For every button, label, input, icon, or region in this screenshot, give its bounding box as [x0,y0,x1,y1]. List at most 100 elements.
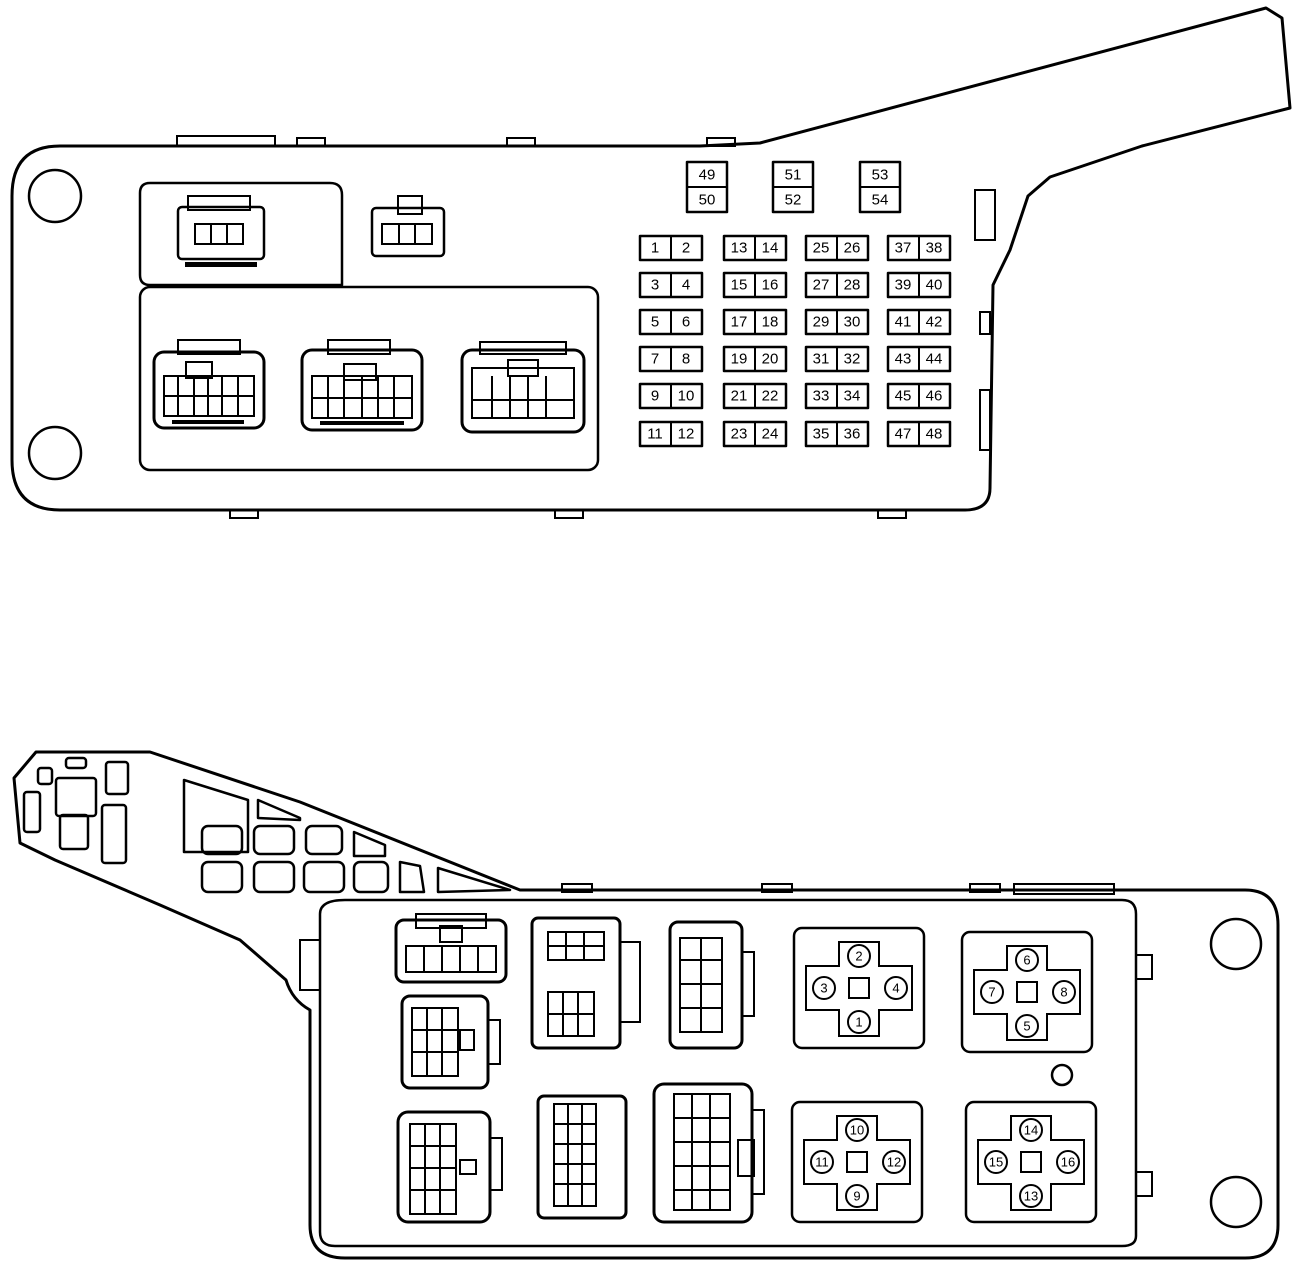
fuse-number: 6 [1023,953,1030,968]
fuse-number: 34 [844,388,861,405]
fuse-number: 1 [651,240,659,257]
relay-pin [1015,948,1039,972]
fuse-number: 15 [989,1155,1003,1170]
fuse-number: 9 [853,1189,860,1204]
fuse-number: 31 [813,351,830,368]
fuse-number: 43 [895,351,912,368]
connector [370,195,446,258]
mounting-hole [1209,1175,1263,1229]
connector [460,341,586,434]
fuse-number: 5 [651,314,659,331]
fuse-number: 44 [926,351,943,368]
fuse-number: 51 [785,167,802,184]
mounting-hole [27,168,83,224]
relay-pin [1052,980,1076,1004]
relay-pin [984,1150,1008,1174]
fuse-number: 39 [895,277,912,294]
connector [536,1094,628,1220]
fuse-number: 33 [813,388,830,405]
fuse-number: 10 [850,1123,864,1138]
fuse-pair: 11 12 [638,420,704,448]
connector [394,913,508,984]
relay-pin [1015,1014,1039,1038]
relay-socket: 14 15 16 13 [964,1100,1098,1224]
fuse-number: 10 [678,388,695,405]
connector [652,1082,765,1224]
fuse-number: 16 [1061,1155,1075,1170]
fuse-pair: 43 44 [886,345,952,373]
fuse-number: 11 [647,426,663,443]
fuse-pair: 21 22 [722,382,788,410]
relay-pin [1056,1150,1080,1174]
relay-pin [847,944,871,968]
fuse-number: 11 [815,1155,829,1170]
fuse-pair: 13 14 [722,234,788,262]
fuse-number: 4 [682,277,690,294]
fuse-number: 6 [682,314,690,331]
fuse-number: 13 [1024,1189,1038,1204]
fuse-number: 25 [813,240,830,257]
fuse-number: 29 [813,314,830,331]
fuse-pair: 39 40 [886,271,952,299]
mounting-hole [1050,1063,1074,1087]
fuse-number: 3 [651,277,659,294]
fuse-number: 1 [855,1015,862,1030]
fuse-number: 7 [651,351,659,368]
fuse-number: 2 [855,949,862,964]
fuse-number: 22 [762,388,779,405]
fuse-number: 2 [682,240,690,257]
fuse-number: 46 [926,388,943,405]
fuse-number: 12 [678,426,695,443]
relay-pin [845,1118,869,1142]
fuse-number: 14 [1024,1123,1038,1138]
connector [400,994,501,1090]
fuse-number: 13 [731,240,748,257]
relay-pin [847,1010,871,1034]
fuse-number: 14 [762,240,779,257]
fuse-number: 48 [926,426,943,443]
connector [300,339,424,432]
fuse-number: 27 [813,277,830,294]
relay-pin [980,980,1004,1004]
fuse-number: 37 [895,240,912,257]
fuse-number: 32 [844,351,861,368]
fuse-number: 49 [699,167,716,184]
fuse-number: 47 [895,426,912,443]
fuse-number: 18 [762,314,779,331]
connector [176,195,266,267]
fuse-pair: 33 34 [804,382,870,410]
fuse-number: 19 [731,351,748,368]
relay-pin [1019,1118,1043,1142]
fuse-number: 23 [731,426,748,443]
fuse-number: 40 [926,277,943,294]
fuse-number: 35 [813,426,830,443]
fuse-number: 8 [1060,985,1067,1000]
fuse-pair: 47 48 [886,420,952,448]
relay-pin [812,976,836,1000]
relay-pin [810,1150,834,1174]
fuse-number: 21 [731,388,748,405]
fuse-number: 53 [872,167,889,184]
fuse-number: 8 [682,351,690,368]
fuse-number: 17 [731,314,748,331]
